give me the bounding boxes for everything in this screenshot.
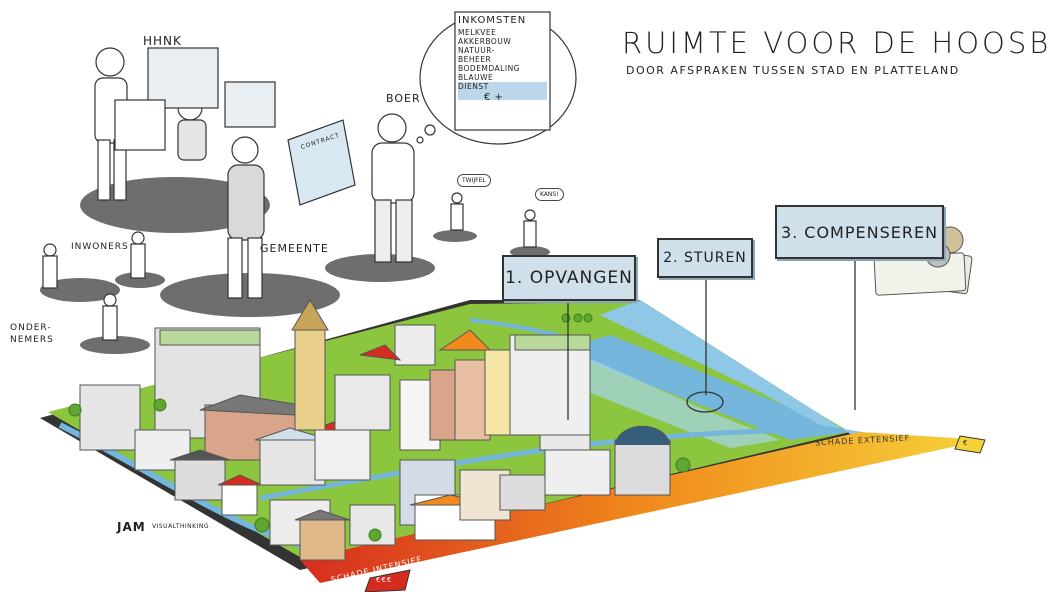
speech-bubble-twijfel: TWIJFEL xyxy=(457,174,491,187)
page-title: RUIMTE VOOR DE HOOSBUI xyxy=(622,26,1051,60)
inkomsten-item: BLAUWE xyxy=(458,73,494,82)
scale-left-tag: €€€ xyxy=(376,576,393,584)
speech-bubble-kans: KANS! xyxy=(535,188,564,201)
label-hhnk: HHNK xyxy=(143,34,182,48)
label-gemeente: GEMEENTE xyxy=(260,242,329,255)
sign-sturen: 2. STUREN xyxy=(657,238,753,278)
inkomsten-item: NATUUR- xyxy=(458,46,495,55)
trees xyxy=(68,313,691,542)
inkomsten-note: INKOMSTEN MELKVEE AKKERBOUW NATUUR- BEHE… xyxy=(458,14,550,128)
label-inwoners: INWONERS xyxy=(71,242,129,252)
sign-compenseren: 3. COMPENSEREN xyxy=(775,205,944,259)
sign-opvangen: 1. OPVANGEN xyxy=(502,255,636,301)
logo-text: VISUALTHINKING xyxy=(152,523,209,530)
inkomsten-item: AKKERBOUW xyxy=(458,37,512,46)
inkomsten-footer: € + xyxy=(484,92,504,103)
label-boer: BOER xyxy=(386,92,421,105)
inkomsten-item: DIENST xyxy=(458,82,489,91)
sign-posts xyxy=(567,260,856,420)
scale-right-tag: € xyxy=(963,439,969,447)
inkomsten-item: MELKVEE xyxy=(458,28,497,37)
inkomsten-item: BEHEER xyxy=(458,55,492,64)
inkomsten-item: BODEMDALING xyxy=(458,64,520,73)
inkomsten-title: INKOMSTEN xyxy=(458,15,527,26)
damage-scale xyxy=(300,432,986,592)
logo-mark: JAM xyxy=(117,520,146,534)
label-ondernemers: ONDER- NEMERS xyxy=(10,323,54,345)
people xyxy=(42,11,577,341)
city-buildings xyxy=(79,299,671,561)
page-subtitle: DOOR AFSPRAKEN TUSSEN STAD EN PLATTELAND xyxy=(626,64,960,77)
